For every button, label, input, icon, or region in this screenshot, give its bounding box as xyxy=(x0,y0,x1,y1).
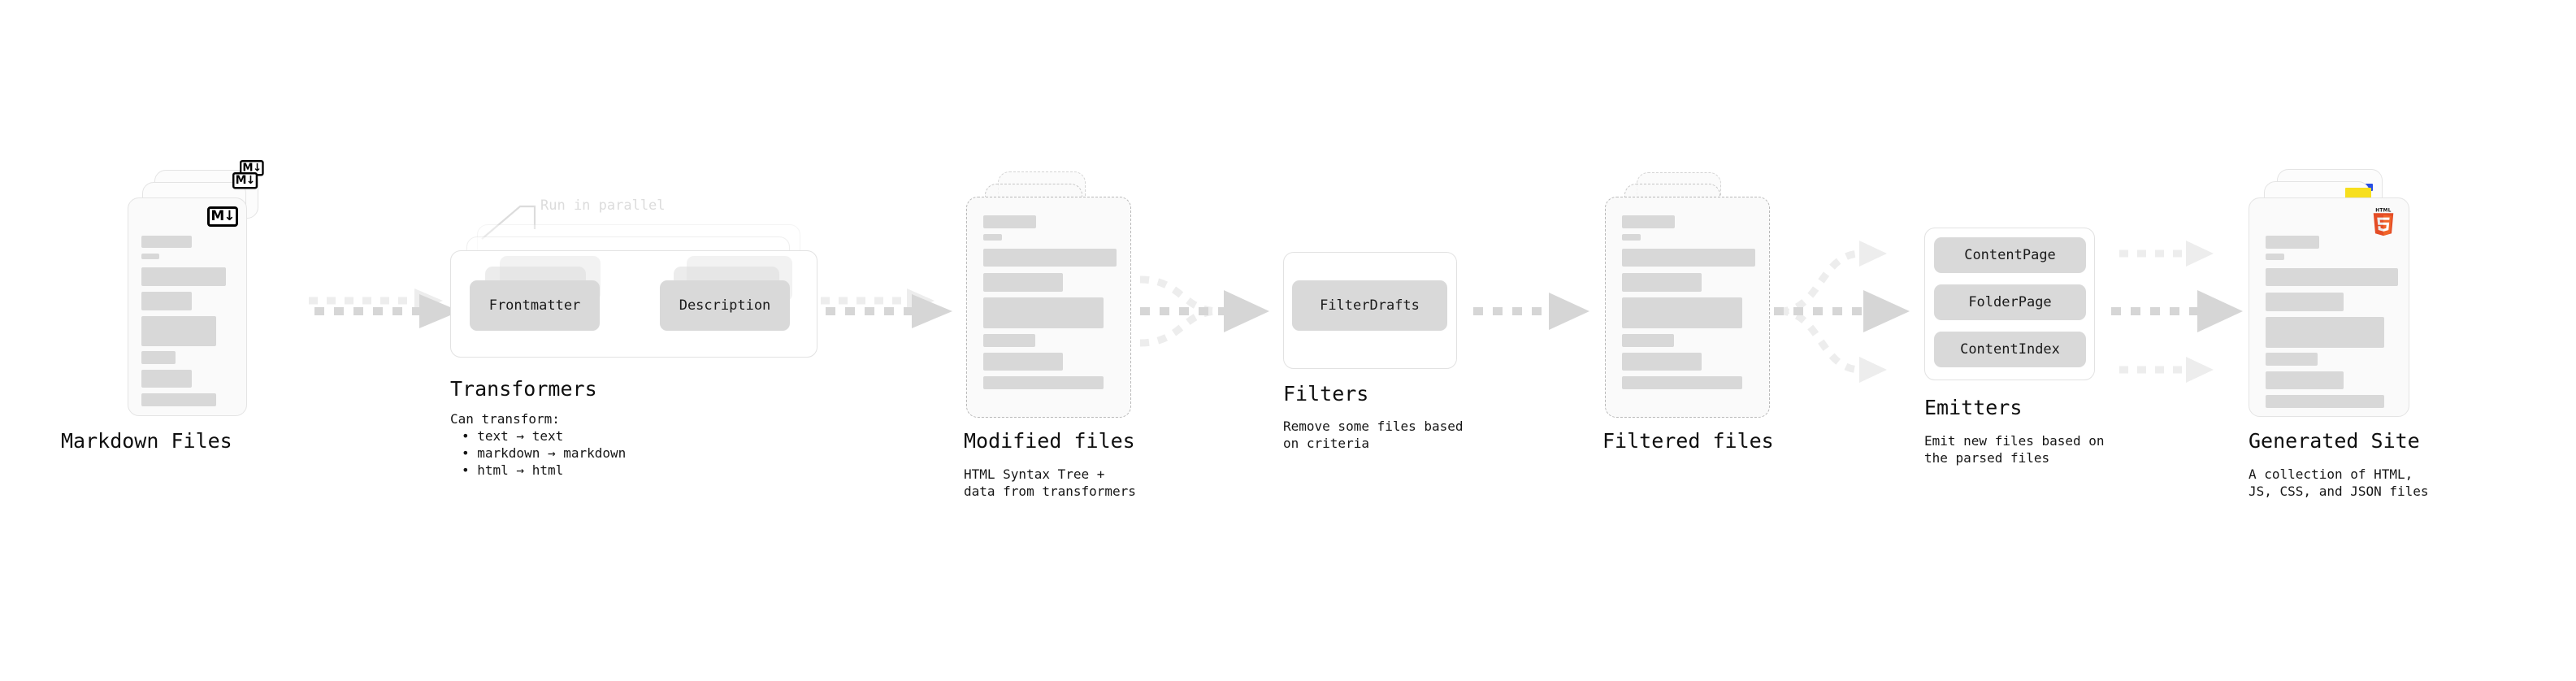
stage-subtitle-modified-files: HTML Syntax Tree + data from transformer… xyxy=(964,466,1136,499)
stage-subtitle-emitters: Emit new files based on the parsed files xyxy=(1924,433,2105,466)
markdown-icon-back-1: M↓ xyxy=(232,172,258,189)
conn-md-to-transformers xyxy=(309,288,460,328)
transformer-chip-description[interactable]: Description xyxy=(660,280,790,331)
svg-text:HTML: HTML xyxy=(2375,208,2392,213)
stage-title-modified-files: Modified files xyxy=(964,429,1135,453)
emitter-chip-contentindex[interactable]: ContentIndex xyxy=(1934,332,2086,367)
transformers-bullets-header: Can transform: xyxy=(450,411,560,427)
run-in-parallel-label: Run in parallel xyxy=(540,197,666,214)
conn-transformers-to-modified xyxy=(821,288,952,328)
conn-emitters-to-site xyxy=(2111,241,2243,383)
stage-title-markdown-files: Markdown Files xyxy=(61,429,232,453)
stage-title-filtered-files: Filtered files xyxy=(1602,429,1774,453)
emitter-chip-contentpage[interactable]: ContentPage xyxy=(1934,237,2086,273)
transformers-bullet-2: html → html xyxy=(462,462,626,479)
html5-icon: HTML xyxy=(2370,208,2397,241)
transformer-chip-frontmatter[interactable]: Frontmatter xyxy=(470,280,600,331)
markdown-icon: M↓ xyxy=(207,206,238,227)
modified-card-front xyxy=(966,197,1131,418)
stage-subtitle-generated-site: A collection of HTML, JS, CSS, and JSON … xyxy=(2249,466,2429,499)
stage-title-emitters: Emitters xyxy=(1924,396,2023,419)
filter-chip-filterdrafts[interactable]: FilterDrafts xyxy=(1292,280,1447,331)
stage-title-filters: Filters xyxy=(1283,382,1369,406)
conn-filtered-to-emitters xyxy=(1774,241,1910,383)
conn-filters-to-filtered xyxy=(1473,293,1589,330)
filtered-card-front xyxy=(1605,197,1770,418)
stage-subtitle-filters: Remove some files based on criteria xyxy=(1283,419,1464,451)
transformers-bullets: Can transform: text → text markdown → ma… xyxy=(450,410,626,479)
markdown-card-front: M↓ xyxy=(128,197,247,416)
transformers-bullet-list: text → text markdown → markdown html → h… xyxy=(462,427,626,479)
stage-title-generated-site: Generated Site xyxy=(2249,429,2420,453)
conn-modified-to-filters xyxy=(1139,275,1269,347)
transformers-bullet-0: text → text xyxy=(462,427,626,445)
transformers-bullet-1: markdown → markdown xyxy=(462,445,626,462)
stage-title-transformers: Transformers xyxy=(450,377,597,401)
site-card-front: HTML xyxy=(2249,197,2409,417)
emitter-chip-folderpage[interactable]: FolderPage xyxy=(1934,284,2086,320)
